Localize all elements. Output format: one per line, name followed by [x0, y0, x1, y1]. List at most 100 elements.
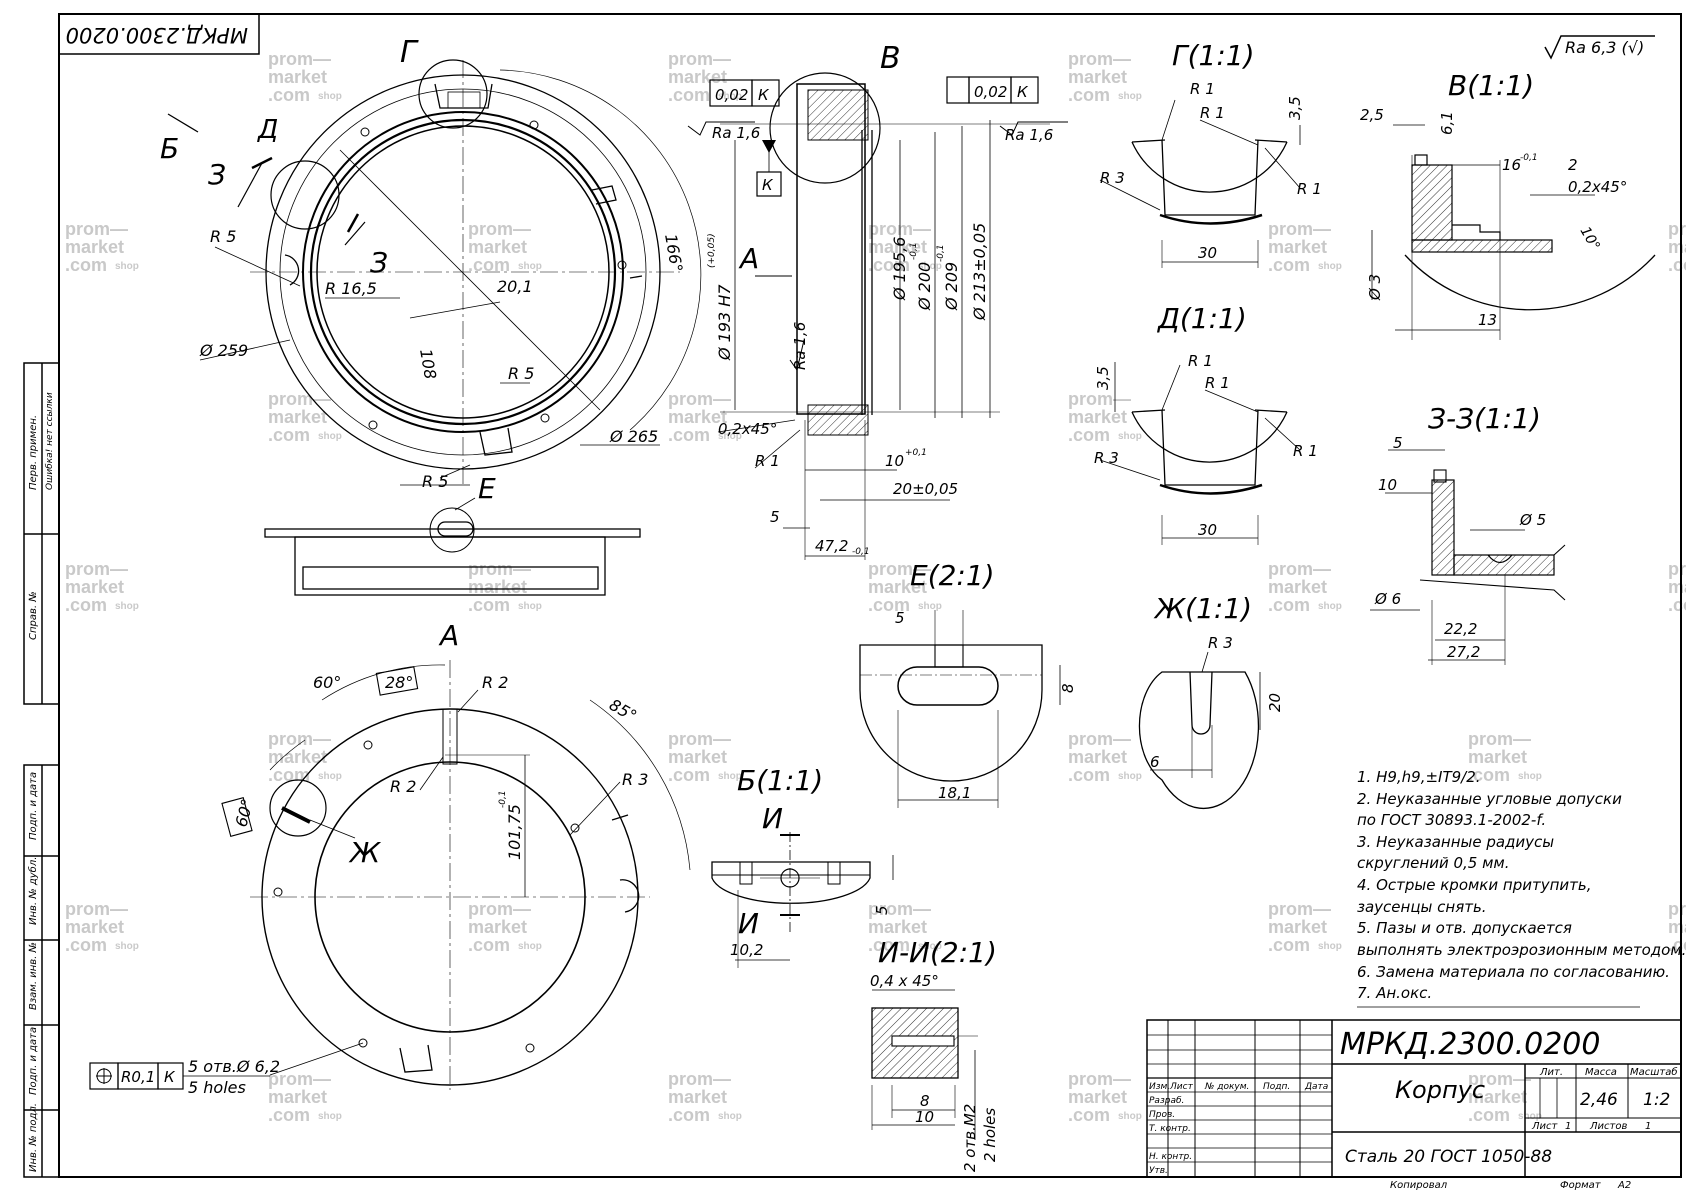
watermark-text: prom— [268, 729, 331, 749]
holes-label-1: 5 отв.Ø 6,2 [188, 1057, 280, 1076]
tol1-base: К [758, 86, 770, 104]
watermark-text: market [668, 407, 727, 427]
title-row-nkontr: Н. контр. [1149, 1152, 1192, 1162]
note-line: 6. Замена материала по согласованию. [1357, 963, 1670, 981]
ra-mid: Ra 1,6 [791, 322, 809, 370]
label-i-2: И [738, 907, 759, 940]
label-z1: З [208, 158, 226, 191]
watermark-text: market [468, 917, 527, 937]
title-scale-label: Масштаб [1630, 1066, 1678, 1078]
watermark-text: .com [668, 85, 710, 105]
dim-top-201: 20,1 [497, 277, 533, 296]
watermark-text: market [1068, 407, 1127, 427]
note-line: выполнять электроэрозионным методом. [1357, 941, 1686, 959]
watermark-text: market [1068, 67, 1127, 87]
dim-bottom-60: 60° [313, 673, 341, 692]
title-col-izm: Изм. [1149, 1082, 1170, 1092]
dim-top-r5a: R 5 [210, 227, 236, 246]
title-lit-label: Лит. [1539, 1067, 1563, 1078]
watermark-shop: shop [318, 771, 342, 782]
label-e-top: Е [478, 472, 496, 505]
detail-v-13: 13 [1478, 311, 1497, 329]
side-sprav: Справ. № [28, 591, 39, 640]
title-block [1146, 1019, 1682, 1178]
watermark-text: market [1268, 577, 1327, 597]
watermark-text: prom— [1068, 389, 1131, 409]
watermark-text: market [65, 917, 124, 937]
watermark-text: market [1468, 1087, 1527, 1107]
dim-bottom-60b: 60° [232, 797, 258, 829]
watermark-text: market [1068, 1087, 1127, 1107]
watermark-text: prom— [868, 219, 931, 239]
watermark-shop: shop [1118, 431, 1142, 442]
watermark-text: market [268, 407, 327, 427]
note-line: 4. Острые кромки притупить, [1357, 876, 1591, 894]
watermark-text: .com [468, 255, 510, 275]
dim-10: 10 [885, 452, 904, 470]
dim-bottom-r2a: R 2 [482, 673, 508, 692]
note-line: по ГОСТ 30893.1-2002-f. [1357, 811, 1546, 829]
dim-d200-tol: -0,1 [909, 242, 919, 260]
tol2-value: 0,02 [974, 83, 1007, 101]
watermark-text: prom— [668, 389, 731, 409]
watermark-text: market [268, 1087, 327, 1107]
detail-zh [1138, 651, 1261, 809]
detail-zz-title: З-З(1:1) [1428, 402, 1541, 435]
watermark-text: .com [868, 935, 910, 955]
note-line: скруглений 0,5 мм. [1357, 854, 1510, 872]
title-row-prov: Пров. [1149, 1110, 1175, 1120]
ra-top-right: Ra 1,6 [1005, 126, 1053, 144]
watermark-text: prom— [868, 559, 931, 579]
detail-zh-title: Ж(1:1) [1153, 592, 1252, 625]
note-line: заусенцы снять. [1357, 898, 1487, 916]
watermark-text: prom— [468, 559, 531, 579]
watermark-text: .com [868, 595, 910, 615]
detail-g-30: 30 [1198, 244, 1217, 262]
note-line: 5. Пазы и отв. допускается [1357, 919, 1572, 937]
detail-d-r3: R 3 [1094, 449, 1119, 467]
holes-label-2: 5 holes [188, 1078, 246, 1097]
watermark-text: .com [1068, 425, 1110, 445]
label-d-top: Д [257, 115, 278, 145]
watermark-shop: shop [1518, 771, 1542, 782]
dim-top-108: 108 [416, 347, 440, 380]
pos-tol-value: R0,1 [121, 1068, 155, 1086]
watermark-shop: shop [918, 941, 942, 952]
watermark-text: .com [65, 935, 107, 955]
side-perv-value: Ошибка! нет ссылки [45, 392, 55, 490]
detail-e-181: 18,1 [938, 784, 971, 802]
watermark-text: prom— [1268, 899, 1331, 919]
watermark-text: market [268, 747, 327, 767]
watermark-text: prom— [1068, 49, 1131, 69]
dim-top-r165: R 16,5 [325, 279, 377, 298]
section-view [687, 72, 1068, 560]
detail-zh-6: 6 [1150, 753, 1160, 771]
roughness-general-symbol [1544, 35, 1655, 60]
title-sheet-value: 1 [1565, 1121, 1571, 1132]
title-row-razrab: Разраб. [1149, 1096, 1184, 1106]
detail-d-r1b: R 1 [1205, 374, 1230, 392]
watermark-text: .com [1468, 1105, 1510, 1125]
title-mass: 2,46 [1580, 1090, 1618, 1110]
watermark-text: market [65, 577, 124, 597]
watermark-shop: shop [1318, 601, 1342, 612]
watermark-text: market [1668, 917, 1686, 937]
dim-d193-tol: (+0,05) [707, 233, 717, 268]
title-format-label: Формат [1560, 1180, 1602, 1190]
dim-bottom-10175-tol: -0,1 [498, 790, 508, 808]
detail-v-chamfer: 0,2x45° [1568, 178, 1627, 196]
watermark-text: .com [468, 595, 510, 615]
title-designation: МРКД.2300.0200 [1340, 1027, 1600, 1062]
watermark-shop: shop [718, 771, 742, 782]
title-sheet-label: Лист [1531, 1121, 1559, 1132]
detail-zz-272: 27,2 [1447, 643, 1480, 661]
title-col-list: Лист [1169, 1082, 1194, 1092]
